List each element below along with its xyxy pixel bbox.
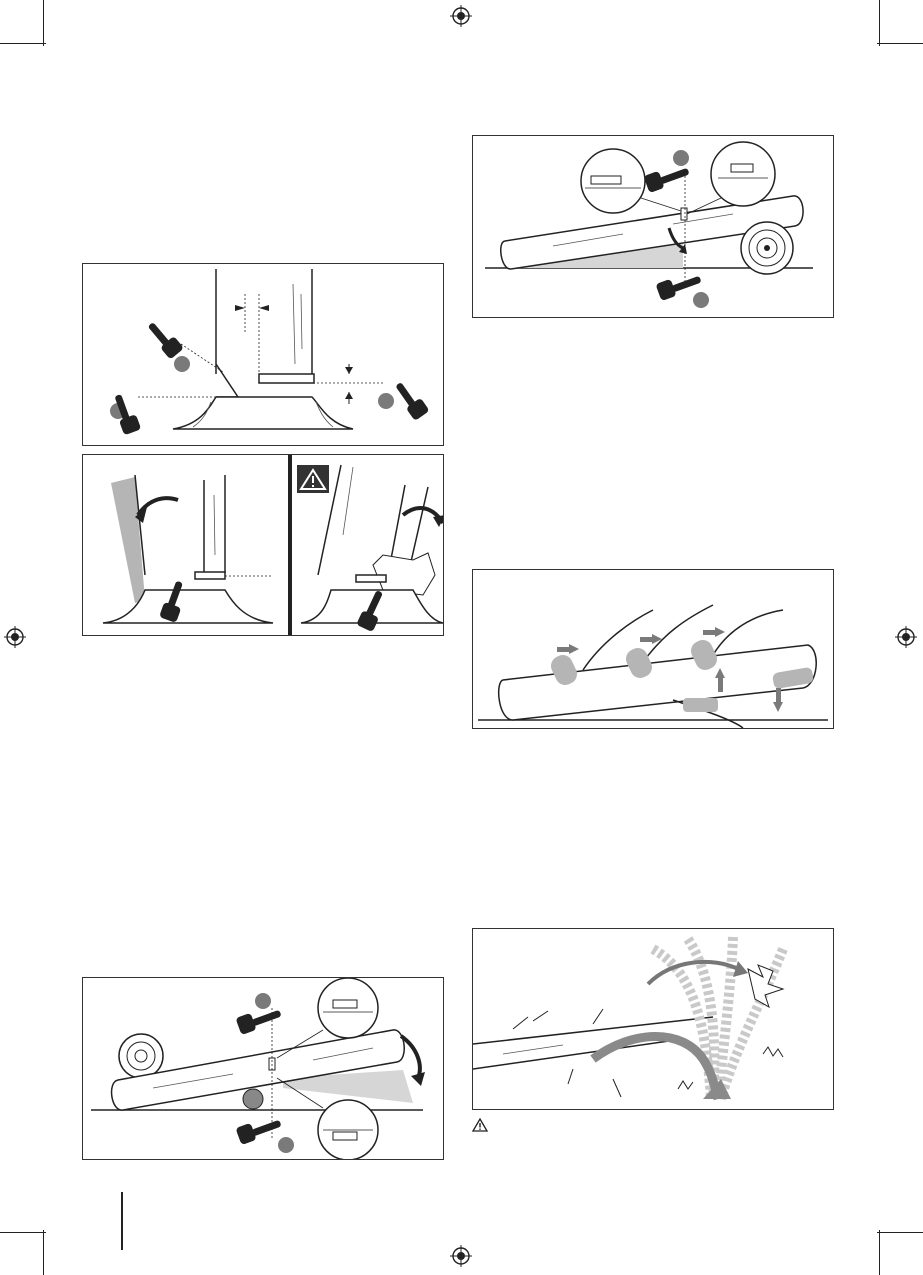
crop-mark-bottom-right-v	[879, 1230, 880, 1275]
registration-mark-left-icon	[4, 626, 26, 648]
warning-triangle-icon	[472, 1118, 488, 1132]
crop-mark-top-right-v	[879, 0, 880, 46]
page-margin-bar	[121, 1192, 123, 1250]
chainsaw-icon	[643, 161, 691, 193]
registration-mark-bottom-icon	[450, 1245, 472, 1267]
registration-mark-right-icon	[895, 626, 917, 648]
crop-mark-top-left-v	[43, 0, 44, 46]
crop-mark-top-left-h	[0, 43, 46, 44]
figure-spring-pole	[472, 928, 834, 1110]
chainsaw-icon	[392, 378, 430, 421]
crop-mark-bottom-left-h	[0, 1232, 46, 1233]
chainsaw-icon	[145, 318, 185, 360]
warning-sign-icon	[297, 465, 329, 493]
crop-mark-bottom-right-h	[877, 1232, 923, 1233]
registration-mark-top-icon	[450, 5, 472, 27]
figure-log-supported-one-end	[472, 135, 834, 318]
crop-mark-bottom-left-v	[43, 1230, 44, 1275]
arrow-icon	[557, 644, 579, 654]
figure-log-supported-both-ends	[82, 977, 444, 1160]
figure-limbing	[472, 569, 834, 729]
figure-felling-notch	[82, 263, 444, 446]
chainsaw-icon	[235, 1113, 283, 1145]
arrow-icon	[703, 627, 725, 637]
figure-felling-sequence	[82, 454, 444, 636]
crop-mark-top-right-h	[877, 43, 923, 44]
